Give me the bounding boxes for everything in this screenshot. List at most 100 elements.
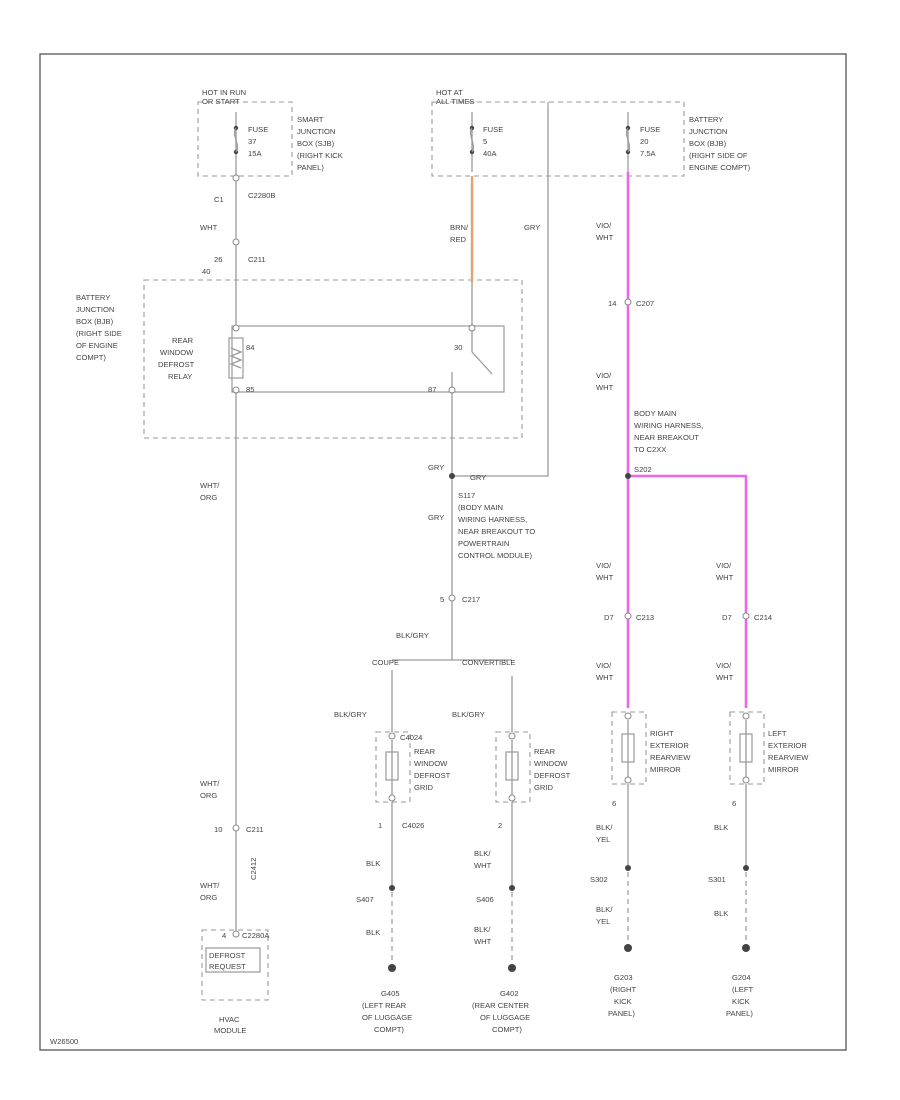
hvac-pin-4: [232, 930, 240, 938]
grid2-name-2: WINDOW: [534, 759, 568, 768]
c213-label: C213: [636, 613, 654, 622]
grid2-pin-bottom-label: 2: [498, 821, 502, 830]
battery-junction-box-top: [431, 101, 685, 177]
g405-label-2: (LEFT REAR: [362, 1001, 407, 1010]
splice-s302: [625, 865, 631, 871]
c214-label: C214: [754, 613, 772, 622]
ground-g203: [624, 944, 632, 952]
g203-label-1: G203: [614, 973, 633, 982]
fuse-37-label: FUSE: [248, 125, 268, 134]
wht-org-label-3: WHT/: [200, 779, 220, 788]
g402-label-2: (REAR CENTER: [472, 1001, 529, 1010]
wht-org-label-5: WHT/: [200, 881, 220, 890]
pin-40-label: 40: [202, 267, 210, 276]
r-mirror-blk-3: BLK/: [596, 905, 613, 914]
r-mirror-name-4: MIRROR: [650, 765, 681, 774]
splice-s301: [743, 865, 749, 871]
g402-label-3: OF LUGGAGE: [480, 1013, 530, 1022]
wire-gry-feed: [452, 110, 549, 477]
all-times-label: ALL TIMES: [436, 97, 474, 106]
grid1-pin-bottom-label: 1: [378, 821, 382, 830]
s406-label: S406: [476, 895, 494, 904]
l-mirror-blk-2: BLK: [714, 909, 728, 918]
c217-pin-label: 5: [440, 595, 444, 604]
relay-pin-87-label: 87: [428, 385, 436, 394]
fuse-37-number: 37: [248, 137, 256, 146]
l-mirror-vio-1: VIO/: [716, 561, 732, 570]
l-mirror-blk-1: BLK: [714, 823, 728, 832]
s202-desc-1: BODY MAIN: [634, 409, 676, 418]
s202-label: S202: [634, 465, 652, 474]
bjb-top-label-3: BOX (BJB): [689, 139, 727, 148]
defrost-request-label-1: DEFROST: [209, 951, 246, 960]
l-mirror-name-3: REARVIEW: [768, 753, 809, 762]
grid2-pin-bottom: [508, 794, 516, 802]
sjb-label-5: PANEL): [297, 163, 324, 172]
c1-label: C1: [214, 195, 224, 204]
r-mirror-vio-2: WHT: [596, 573, 614, 582]
r-mirror-vio-3: VIO/: [596, 661, 612, 670]
blk-gry-label: BLK/GRY: [396, 631, 429, 640]
sjb-label-1: SMART: [297, 115, 324, 124]
hvac-pin-label: 4: [222, 931, 226, 940]
s302-label: S302: [590, 875, 608, 884]
vio-wht-label-2: WHT: [596, 233, 614, 242]
wht-wire-label: WHT: [200, 223, 218, 232]
grid1-name-1: REAR: [414, 747, 436, 756]
ground-g402: [508, 964, 516, 972]
l-mirror-pin-label: 6: [732, 799, 736, 808]
grid2-pin-top: [508, 732, 516, 740]
c211-lower-pin-label: 10: [214, 825, 222, 834]
fuse-5: [469, 112, 475, 172]
r-mirror-vio-1: VIO/: [596, 561, 612, 570]
hvac-connector-label: C2280A: [242, 931, 270, 940]
c217-label: C217: [462, 595, 480, 604]
sjb-label-3: BOX (SJB): [297, 139, 335, 148]
fuse-5-rating: 40A: [483, 149, 497, 158]
sjb-label-4: (RIGHT KICK: [297, 151, 343, 160]
r-mirror-blk-2: YEL: [596, 835, 610, 844]
right-exterior-rearview-mirror: [611, 711, 647, 785]
fuse-5-label: FUSE: [483, 125, 503, 134]
wht-org-label-1: WHT/: [200, 481, 220, 490]
r-mirror-name-1: RIGHT: [650, 729, 674, 738]
c213-pin-label: D7: [604, 613, 614, 622]
smart-junction-box: [197, 101, 293, 177]
connector-c2280b-pin: [232, 174, 240, 182]
s117-desc-1: (BODY MAIN: [458, 503, 503, 512]
g402-label-4: COMPT): [492, 1025, 522, 1034]
connector-c217-pin: [448, 594, 456, 602]
s202-desc-3: NEAR BREAKOUT: [634, 433, 699, 442]
grid1-blk-label: BLK: [366, 859, 380, 868]
grid2-blk2-label-1: BLK/: [474, 925, 491, 934]
defrost-request-label-2: REQUEST: [209, 962, 246, 971]
wht-org-label-4: ORG: [200, 791, 217, 800]
grid1-blk2-label: BLK: [366, 928, 380, 937]
relay-pin-84: [232, 324, 240, 332]
c211-upper-label: C211: [248, 255, 266, 264]
grid1-wire-label: BLK/GRY: [334, 710, 367, 719]
splice-s202: [625, 473, 631, 479]
g405-label-1: G405: [381, 989, 400, 998]
g405-label-4: COMPT): [374, 1025, 404, 1034]
s117-desc-5: CONTROL MODULE): [458, 551, 532, 560]
hvac-module-label-1: HVAC: [219, 1015, 240, 1024]
g405-label-3: OF LUGGAGE: [362, 1013, 412, 1022]
r-mirror-name-2: EXTERIOR: [650, 741, 689, 750]
wire-vio-wht-left: [628, 474, 748, 708]
connector-c211-pin: [232, 238, 240, 246]
connector-c207-pin: [624, 298, 632, 306]
connector-c214-pin: [742, 612, 750, 620]
g204-label-3: KICK: [732, 997, 750, 1006]
pin-26-label: 26: [214, 255, 222, 264]
c207-pin-label: 14: [608, 299, 616, 308]
c207-label: C207: [636, 299, 654, 308]
l-mirror-pin-bottom: [742, 776, 750, 784]
bjb-relay-label-3: BOX (BJB): [76, 317, 114, 326]
or-start-label: OR START: [202, 97, 240, 106]
relay-coil: [228, 337, 244, 379]
g204-label-2: (LEFT: [732, 985, 753, 994]
grid2-blk-label-1: BLK/: [474, 849, 491, 858]
g203-label-3: KICK: [614, 997, 632, 1006]
